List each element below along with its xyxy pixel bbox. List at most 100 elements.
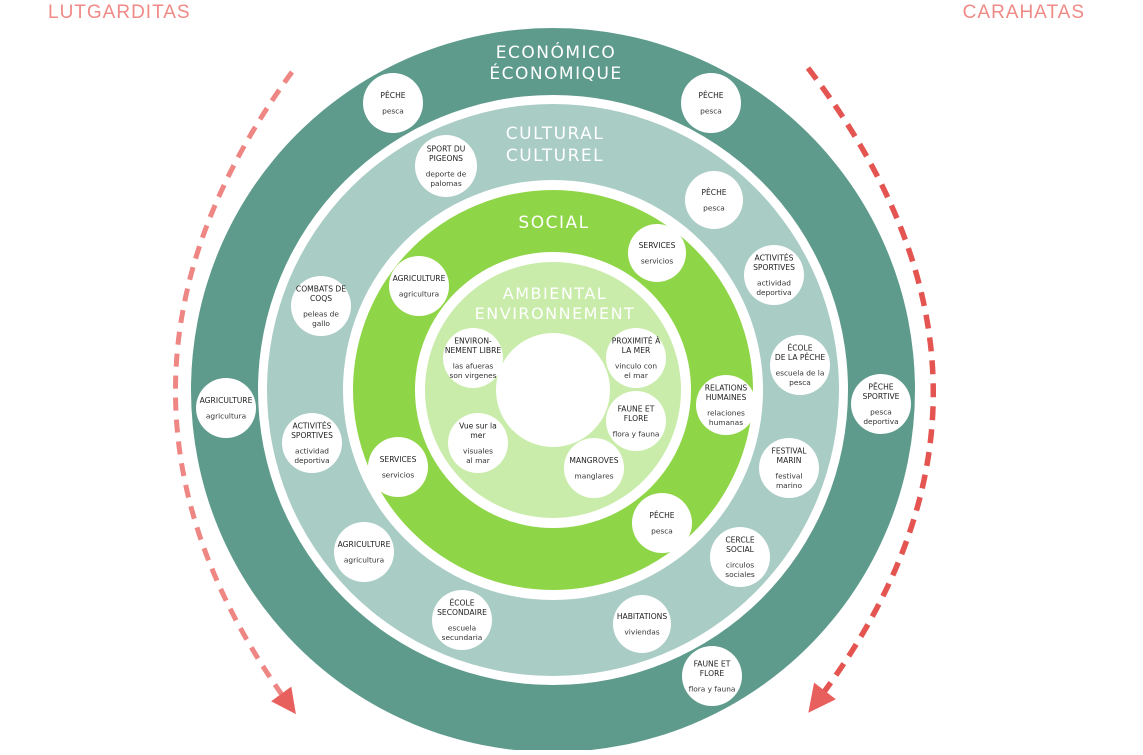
node-circle xyxy=(448,413,508,473)
node-subtitle: peleas de xyxy=(303,310,339,319)
ring-title-environmental-line2: ENVIRONNEMENT xyxy=(475,304,636,323)
node-subtitle: humanas xyxy=(709,418,743,427)
node-social: AGRICULTURE agricultura xyxy=(389,256,449,316)
node-subtitle: agricultura xyxy=(399,290,439,299)
node-circle xyxy=(681,73,741,133)
ring-title-social: SOCIAL xyxy=(518,213,589,233)
node-subtitle: pesca xyxy=(870,408,892,417)
node-circle xyxy=(685,171,743,229)
node-title: FLORE xyxy=(624,414,649,423)
node-subtitle: actividad xyxy=(757,279,791,288)
node-circle xyxy=(291,276,351,336)
node-subtitle: festival xyxy=(776,472,803,481)
node-title: AGRICULTURE xyxy=(393,274,446,283)
arrow-right xyxy=(805,66,936,713)
node-title: PÊCHE xyxy=(649,511,674,520)
node-cultural: PÊCHE pesca xyxy=(685,171,743,229)
node-title: SERVICES xyxy=(639,241,676,250)
node-title: COQS xyxy=(310,294,332,303)
node-circle xyxy=(432,590,492,650)
corner-label-left: LUTGARDITAS xyxy=(48,2,191,23)
node-title: HUMAINES xyxy=(706,393,747,402)
ring-title-economic-line1: ECONÓMICO xyxy=(496,41,617,63)
node-subtitle: pesca xyxy=(789,378,811,387)
node-subtitle: pesca xyxy=(700,107,722,116)
node-subtitle: pesca xyxy=(382,107,404,116)
node-title: ACTIVITÉS xyxy=(755,254,794,263)
node-title: FAUNE ET xyxy=(694,659,731,668)
node-title: ENVIRON- xyxy=(454,337,492,346)
node-title: SPORTIVES xyxy=(753,263,795,272)
node-subtitle: palomas xyxy=(430,179,462,188)
node-subtitle: las afueras xyxy=(453,362,494,371)
ring-title-environmental: AMBIENTAL ENVIRONNEMENT xyxy=(475,284,636,323)
node-circle xyxy=(196,378,256,438)
node-subtitle: flora y fauna xyxy=(613,429,660,438)
node-subtitle: secundaria xyxy=(442,633,483,642)
node-title: SECONDAIRE xyxy=(437,608,487,617)
node-circle xyxy=(282,413,342,473)
node-circle xyxy=(696,375,756,435)
node-subtitle: visuales xyxy=(463,447,493,456)
node-title: PÊCHE xyxy=(698,91,723,100)
node-title: SPORTIVE xyxy=(863,392,900,401)
node-title: SOCIAL xyxy=(726,545,755,554)
node-circle xyxy=(710,527,770,587)
node-circle xyxy=(606,391,666,451)
node-subtitle: deportiva xyxy=(756,288,791,297)
node-title: COMBATS DE xyxy=(296,285,346,294)
node-title: PROXIMITÉ À xyxy=(612,337,661,346)
node-subtitle: pesca xyxy=(703,204,725,213)
ring-title-cultural-line2: CULTUREL xyxy=(506,146,604,166)
node-title: HABITATIONS xyxy=(617,612,668,621)
ring-title-social-line1: SOCIAL xyxy=(518,213,589,233)
node-subtitle: sociales xyxy=(725,570,755,579)
arrow-left xyxy=(173,70,296,715)
node-circle xyxy=(606,328,666,388)
node-title: AGRICULTURE xyxy=(338,540,391,549)
node-title: NEMENT LIBRE xyxy=(445,346,502,355)
node-environmental: MANGROVES manglares xyxy=(564,438,624,498)
node-title: SPORTIVES xyxy=(291,431,333,440)
node-title: PÊCHE xyxy=(701,188,726,197)
node-circle xyxy=(628,224,686,282)
node-subtitle: deportiva xyxy=(863,417,898,426)
node-title: SPORT DU xyxy=(427,145,466,154)
node-circle xyxy=(389,256,449,316)
ring-title-cultural-line1: CULTURAL xyxy=(506,124,605,144)
node-title: CERCLE xyxy=(725,536,755,545)
node-title: MANGROVES xyxy=(569,456,618,465)
node-subtitle: flora y fauna xyxy=(689,684,736,693)
node-title: DE LA PÊCHE xyxy=(775,353,825,362)
node-circle xyxy=(744,245,804,305)
node-circle xyxy=(851,374,911,434)
node-title: FESTIVAL xyxy=(772,447,808,456)
node-subtitle: manglares xyxy=(575,472,614,481)
node-subtitle: relaciones xyxy=(707,409,745,418)
node-title: ÉCOLE xyxy=(787,344,812,353)
node-title: PÊCHE xyxy=(380,91,405,100)
node-circle xyxy=(613,595,671,653)
node-subtitle: agricultura xyxy=(344,556,384,565)
node-title: RELATIONS xyxy=(705,384,748,393)
node-subtitle: escuela xyxy=(448,624,476,633)
node-subtitle: marino xyxy=(776,481,803,490)
node-economic: PÊCHE pesca xyxy=(681,73,741,133)
node-subtitle: el mar xyxy=(624,371,649,380)
ring-title-economic: ECONÓMICO ÉCONOMIQUE xyxy=(489,41,621,84)
node-title: ACTIVITÉS xyxy=(293,422,332,431)
node-subtitle: circulos xyxy=(726,561,754,570)
node-circle xyxy=(564,438,624,498)
node-subtitle: deportiva xyxy=(294,456,329,465)
node-circle xyxy=(759,438,819,498)
